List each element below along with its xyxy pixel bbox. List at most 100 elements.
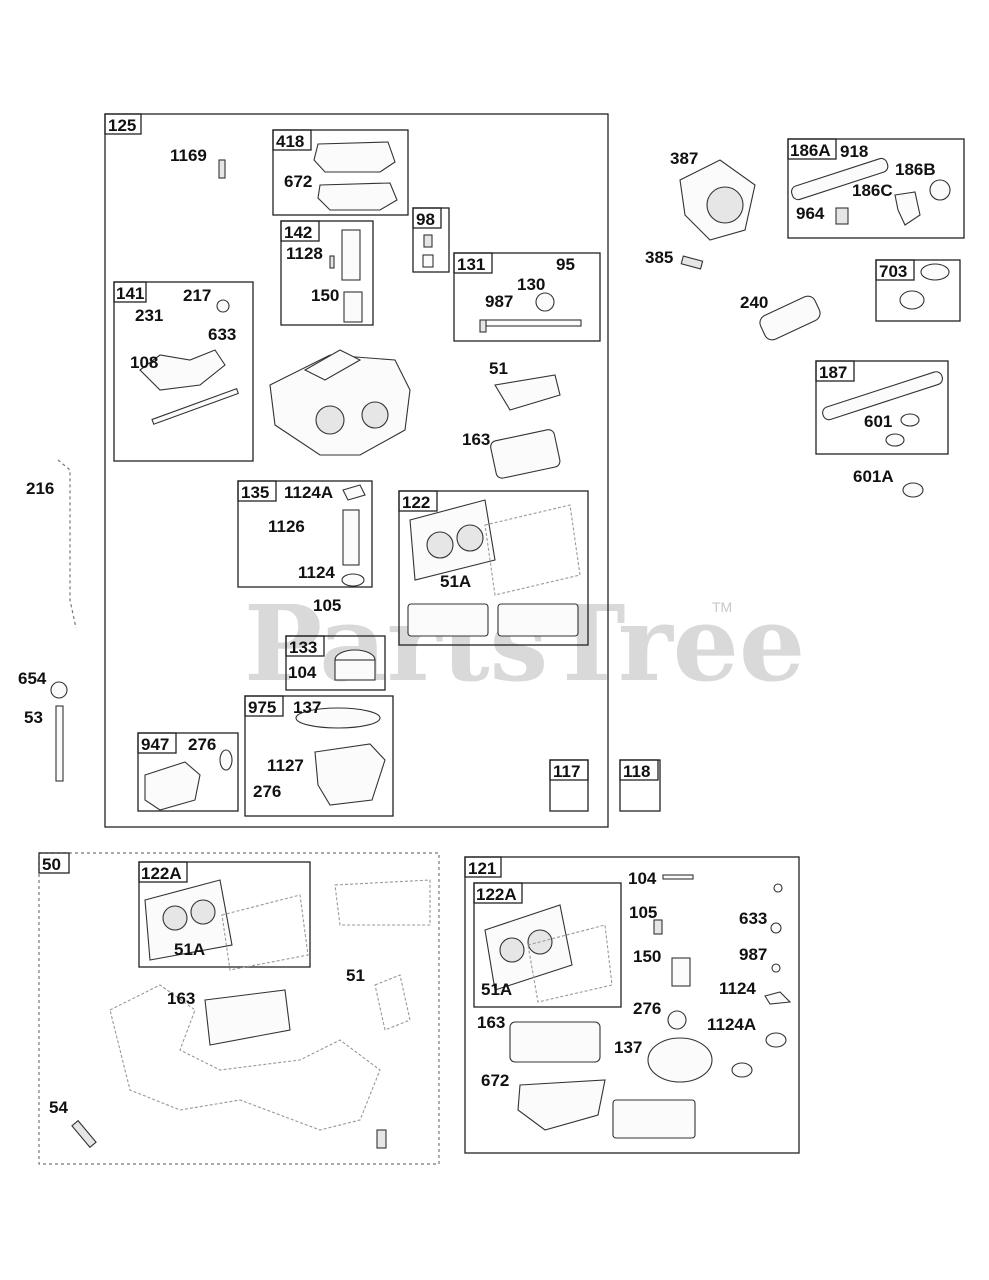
- callout-1124a-group121: 1124A: [707, 1015, 756, 1034]
- group-121[interactable]: 121: [464, 856, 800, 1154]
- callout-601: 601: [864, 412, 892, 431]
- screw-1169-drawing: [218, 159, 226, 179]
- group-141-label: 141: [116, 284, 144, 303]
- callout-186b: 186B: [895, 160, 936, 179]
- plate-672-drawing: [313, 141, 398, 211]
- callout-918: 918: [840, 142, 868, 161]
- callout-633-group121: 633: [739, 909, 767, 928]
- nut-654-drawing: [50, 681, 68, 699]
- callout-1128: 1128: [286, 244, 323, 263]
- callout-654: 654: [18, 669, 47, 688]
- watermark-text: PartsTree: [244, 582, 805, 705]
- callout-51a-group50: 51A: [174, 940, 205, 959]
- callout-186c: 186C: [852, 181, 893, 200]
- bracket-142-drawing: [329, 229, 363, 323]
- callout-385: 385: [645, 248, 673, 267]
- group-125-label: 125: [108, 116, 136, 135]
- gasket-122-drawing: [407, 499, 581, 637]
- group-135-label: 135: [241, 483, 269, 502]
- callout-987-group121: 987: [739, 945, 767, 964]
- group-122-label: 122: [402, 493, 430, 512]
- callout-240: 240: [740, 293, 768, 312]
- group-141[interactable]: 141: [113, 281, 254, 462]
- stud-53-drawing: [55, 705, 64, 782]
- callout-276-a: 276: [188, 735, 216, 754]
- manifold-50-drawing: [71, 879, 431, 1149]
- group-187[interactable]: 187: [815, 360, 949, 455]
- group-117[interactable]: 117: [549, 759, 589, 812]
- callout-137-group121: 137: [614, 1038, 642, 1057]
- callout-672: 672: [284, 172, 312, 191]
- group-122a-right[interactable]: 122A: [473, 882, 622, 1008]
- fuel-line-187-drawing: [822, 371, 943, 447]
- carburetor-body-drawing: [269, 349, 411, 456]
- group-142[interactable]: 142: [280, 220, 374, 326]
- callout-105-group121: 105: [629, 903, 657, 922]
- callout-1127: 1127: [267, 756, 304, 775]
- group-187-label: 187: [819, 363, 847, 382]
- group-98[interactable]: 98: [412, 207, 450, 273]
- group-50[interactable]: 50: [38, 852, 440, 1165]
- clamp-601a-drawing: [902, 482, 924, 498]
- callout-105: 105: [313, 596, 341, 615]
- callout-150: 150: [311, 286, 339, 305]
- group-122[interactable]: 122: [398, 490, 589, 646]
- group-118-label: 118: [623, 762, 650, 781]
- fuel-filter-drawing: [759, 295, 821, 341]
- clamp-703-drawing: [899, 263, 950, 310]
- fuel-pump-drawing: [679, 159, 756, 270]
- group-142-label: 142: [284, 223, 312, 242]
- callout-54: 54: [49, 1098, 68, 1117]
- callout-1124-group121: 1124: [719, 979, 756, 998]
- adapter-975-drawing: [295, 707, 386, 806]
- group-118[interactable]: 118: [619, 759, 661, 812]
- callout-95: 95: [556, 255, 575, 274]
- group-186a[interactable]: 186A: [787, 138, 965, 239]
- callout-130: 130: [517, 275, 545, 294]
- callout-104-group121: 104: [628, 869, 657, 888]
- callout-231: 231: [135, 306, 163, 325]
- group-975[interactable]: 975: [244, 695, 394, 817]
- group-947[interactable]: 947: [137, 732, 239, 812]
- group-703-label: 703: [879, 262, 907, 281]
- callout-51a: 51A: [440, 572, 471, 591]
- callout-217: 217: [183, 286, 211, 305]
- group-418-label: 418: [276, 132, 304, 151]
- callout-601a: 601A: [853, 467, 894, 486]
- callout-150-group121: 150: [633, 947, 661, 966]
- group-418[interactable]: 418: [272, 129, 409, 216]
- callout-163-group50: 163: [167, 989, 195, 1008]
- group-135[interactable]: 135: [237, 480, 373, 588]
- group-98-label: 98: [416, 210, 435, 229]
- callout-387: 387: [670, 149, 698, 168]
- group-122a-left-label: 122A: [141, 864, 182, 883]
- callout-163: 163: [462, 430, 490, 449]
- group-186a-label: 186A: [790, 141, 831, 160]
- solenoid-947-drawing: [144, 749, 233, 811]
- gasket-51-drawing: [490, 374, 561, 479]
- callout-1126: 1126: [268, 517, 305, 536]
- group-125[interactable]: 125: [104, 113, 609, 828]
- linkage-216-drawing: [57, 459, 77, 629]
- group-131[interactable]: 131: [453, 252, 601, 342]
- callout-216: 216: [26, 479, 54, 498]
- callout-1124a: 1124A: [284, 483, 333, 502]
- callout-53: 53: [24, 708, 43, 727]
- group-131-label: 131: [457, 255, 485, 274]
- callout-964: 964: [796, 204, 825, 223]
- callout-276-group121: 276: [633, 999, 661, 1018]
- callout-137: 137: [293, 698, 321, 717]
- spring-98-drawing: [422, 234, 434, 268]
- fuel-solenoid-135-drawing: [341, 484, 366, 587]
- callout-672-group121: 672: [481, 1071, 509, 1090]
- group-133[interactable]: 133: [285, 635, 386, 691]
- valve-131-drawing: [479, 292, 582, 333]
- callout-51-group50: 51: [346, 966, 365, 985]
- callout-104: 104: [288, 663, 317, 682]
- group-121-label: 121: [468, 859, 496, 878]
- group-703[interactable]: 703: [875, 259, 961, 322]
- group-133-label: 133: [289, 638, 317, 657]
- group-122a-right-label: 122A: [476, 885, 517, 904]
- group-122a-left[interactable]: 122A: [138, 861, 311, 968]
